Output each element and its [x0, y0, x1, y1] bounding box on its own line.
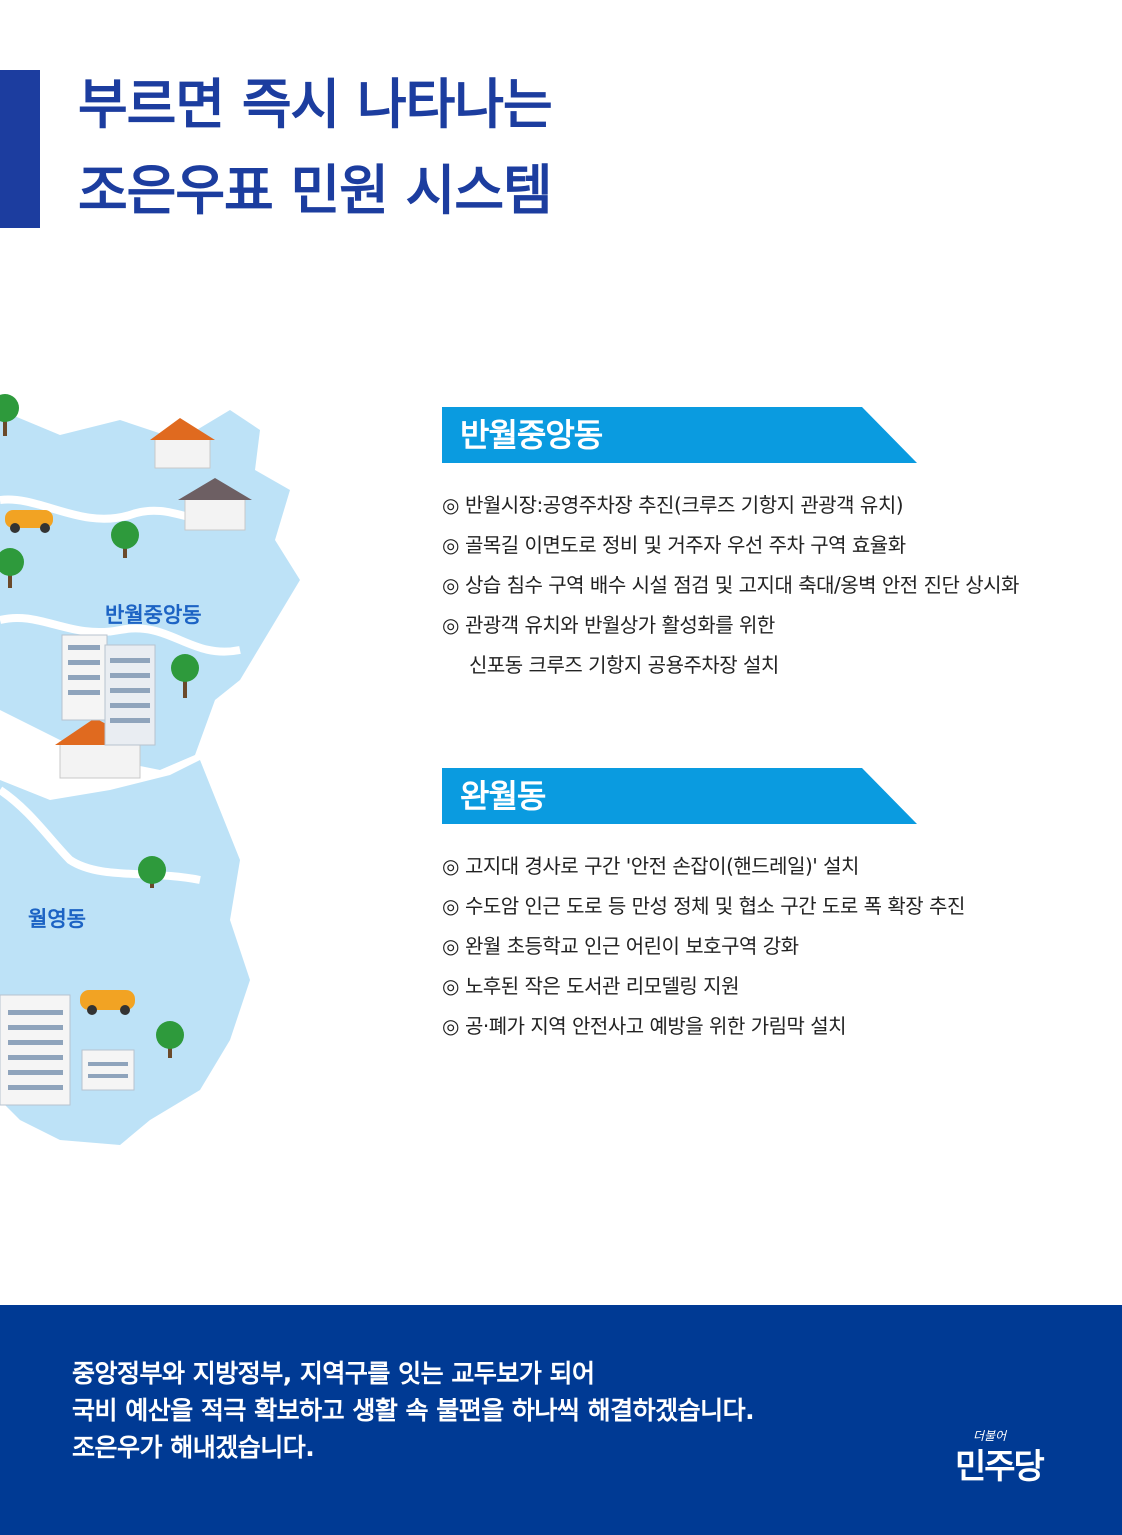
building-icon [0, 994, 135, 1106]
house-icon [150, 418, 215, 469]
tree-icon [156, 1021, 184, 1058]
footer-line-2: 국비 예산을 적극 확보하고 생활 속 불편을 하나씩 해결하겠습니다. [72, 1396, 755, 1425]
section-header-banner [442, 768, 917, 824]
section-wanwol: 완월동 ◎고지대 경사로 구간 '안전 손잡이(핸드레일)' 설치 ◎수도암 인… [442, 768, 1082, 1054]
tree-icon [111, 521, 139, 558]
list-item: ◎완월 초등학교 인근 어린이 보호구역 강화 [442, 934, 799, 958]
party-logo-small-text: 더불어 [973, 1429, 1007, 1443]
list-item: ◎공·폐가 지역 안전사고 예방을 위한 가림막 설치 [442, 1014, 847, 1038]
tree-icon [138, 856, 166, 888]
footer-message: 중앙정부와 지방정부, 지역구를 잇는 교두보가 되어 국비 예산을 적극 확보… [72, 1355, 755, 1466]
section-item-list: ◎반월시장:공영주차장 추진(크루즈 기항지 관광객 유치) ◎골목길 이면도로… [442, 493, 1082, 678]
section-item-list: ◎고지대 경사로 구간 '안전 손잡이(핸드레일)' 설치 ◎수도암 인근 도로… [442, 854, 1082, 1039]
footer-line-1: 중앙정부와 지방정부, 지역구를 잇는 교두보가 되어 [72, 1359, 595, 1388]
page-title: 부르면 즉시 나타나는 조은우표 민원 시스템 [78, 62, 553, 234]
section-title: 완월동 [460, 777, 546, 815]
footer-line-3: 조은우가 해내겠습니다. [72, 1433, 315, 1462]
list-item-continuation: 신포동 크루즈 기항지 공용주차장 설치 [469, 653, 779, 677]
tree-icon [171, 654, 199, 698]
map-label-wolyeong: 월영동 [28, 908, 86, 931]
list-item: ◎반월시장:공영주차장 추진(크루즈 기항지 관광객 유치) [442, 493, 904, 517]
car-icon [80, 990, 135, 1015]
section-header: 반월중앙동 [442, 407, 1082, 463]
section-header-banner [442, 407, 917, 463]
list-item: ◎상습 침수 구역 배수 시설 점검 및 고지대 축대/옹벽 안전 진단 상시화 [442, 573, 1019, 597]
title-line-2: 조은우표 민원 시스템 [78, 159, 553, 222]
building-icon [61, 634, 156, 746]
section-banwol-jungang: 반월중앙동 ◎반월시장:공영주차장 추진(크루즈 기항지 관광객 유치) ◎골목… [442, 407, 1082, 693]
list-item: ◎노후된 작은 도서관 리모델링 지원 [442, 974, 739, 998]
list-item: ◎수도암 인근 도로 등 만성 정체 및 협소 구간 도로 폭 확장 추진 [442, 894, 965, 918]
district-map-illustration: 반월중앙동 월영동 [0, 394, 300, 1145]
house-icon [178, 478, 252, 531]
section-title: 반월중앙동 [460, 416, 603, 454]
tree-icon [0, 548, 24, 588]
party-logo: 더불어 민주당 [955, 1427, 1065, 1497]
party-logo-text: 민주당 [955, 1447, 1045, 1487]
title-accent-bar [0, 70, 40, 228]
list-item: ◎고지대 경사로 구간 '안전 손잡이(핸드레일)' 설치 [442, 854, 859, 878]
title-line-1: 부르면 즉시 나타나는 [78, 73, 553, 136]
footer-banner: 중앙정부와 지방정부, 지역구를 잇는 교두보가 되어 국비 예산을 적극 확보… [0, 1305, 1122, 1535]
section-header: 완월동 [442, 768, 1082, 824]
map-label-banwol: 반월중앙동 [105, 604, 202, 627]
tree-icon [0, 394, 19, 436]
list-item: ◎골목길 이면도로 정비 및 거주자 우선 주차 구역 효율화 [442, 533, 906, 557]
car-icon [5, 510, 53, 533]
